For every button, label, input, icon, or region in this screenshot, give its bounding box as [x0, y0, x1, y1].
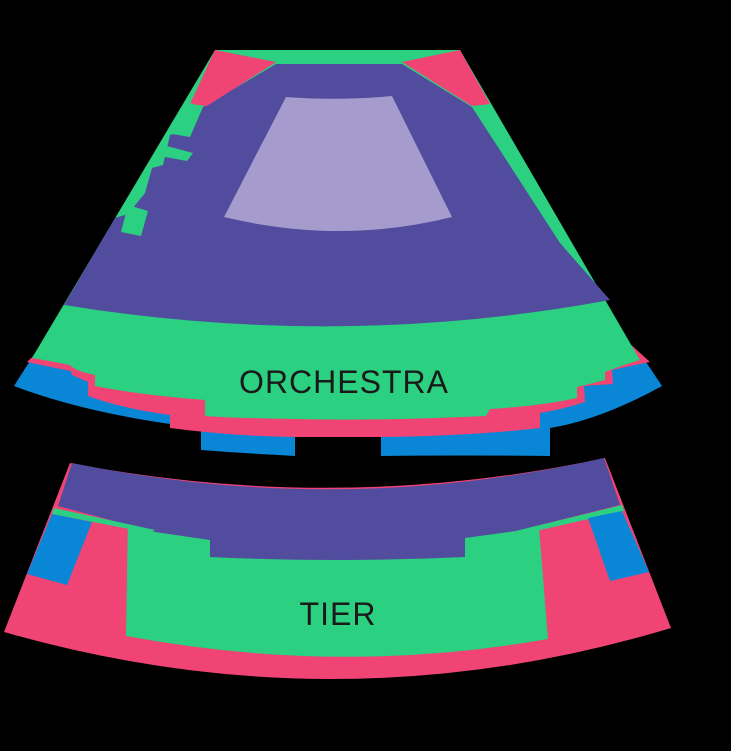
orchestra-box-left-front[interactable]: [190, 50, 276, 106]
orchestra-box-right-front[interactable]: [402, 50, 490, 106]
tier-upper-purple[interactable]: [58, 458, 620, 560]
orchestra-section: [14, 50, 662, 456]
orchestra-side-left-notch-2[interactable]: [160, 145, 193, 161]
orchestra-premium-center[interactable]: [224, 96, 452, 231]
orchestra-side-left-notch-1[interactable]: [172, 103, 203, 137]
tier-section: [4, 458, 671, 680]
tier-green-strip-right[interactable]: [516, 505, 624, 535]
tier-green-strip[interactable]: [52, 508, 155, 533]
tier-box-right-blue[interactable]: [588, 511, 649, 581]
orchestra-side-left-notch-3[interactable]: [121, 205, 148, 236]
tier-box-left-blue[interactable]: [27, 514, 92, 585]
